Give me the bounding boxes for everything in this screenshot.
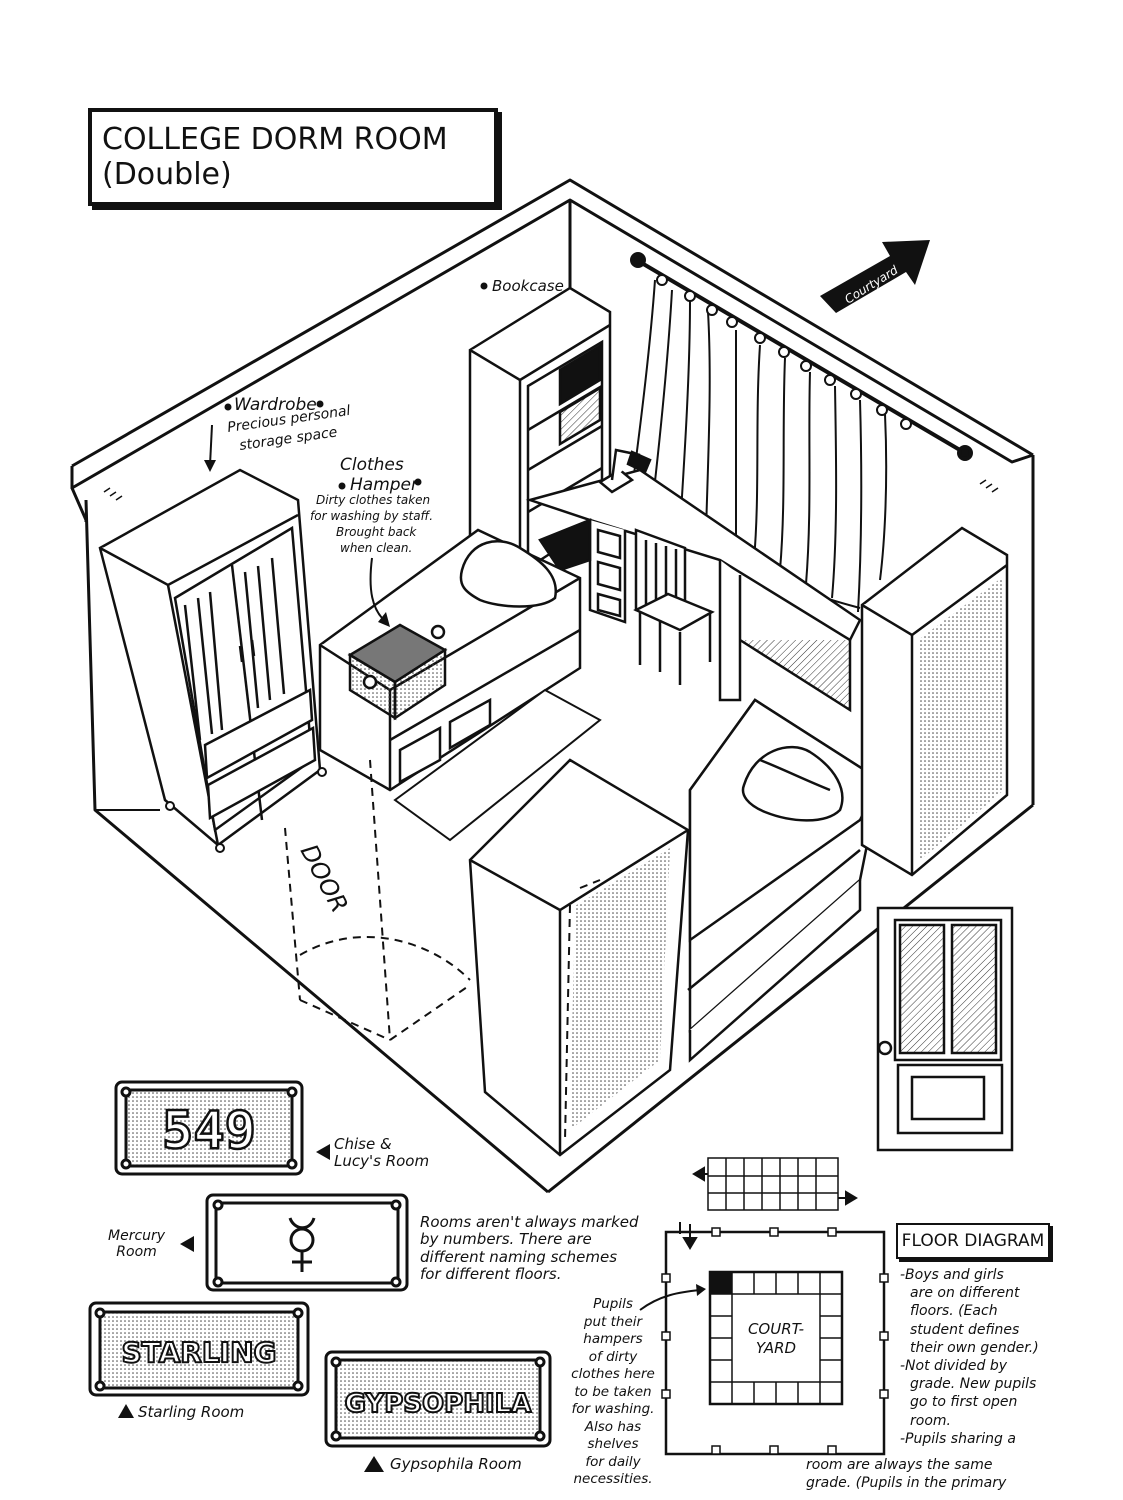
- pupils-note-line5: clothes here: [571, 1366, 655, 1383]
- hamper-note-2: for washing by staff.: [310, 509, 433, 523]
- wardrobe-label: Wardrobe: [234, 395, 317, 415]
- floor-courtyard-2: YARD: [756, 1339, 796, 1357]
- desk-chair: [633, 528, 715, 685]
- wardrobe-front: [468, 758, 690, 1157]
- pupils-note-line11: necessities.: [573, 1471, 653, 1488]
- floor-note-wide-line2: grade. (Pupils in the primary: [806, 1475, 1007, 1492]
- clothes-hamper: [347, 623, 448, 721]
- plate-549-number: 549: [162, 1101, 256, 1161]
- floor-note-line5: their own gender.): [910, 1339, 1039, 1356]
- courtyard-arrow-shape: [820, 240, 930, 313]
- wardrobe-feet: [165, 767, 327, 853]
- pupils-note-line4: of dirty: [588, 1348, 638, 1365]
- plate-gypsophila-name: GYPSOPHILA: [345, 1389, 532, 1419]
- hamper-label-1: Clothes: [340, 455, 404, 475]
- floor-note-line8: go to first open: [910, 1394, 1018, 1411]
- storage-unit-right: [860, 526, 1009, 877]
- plate-gypsophila-shape: [324, 1350, 552, 1448]
- hamper-label-2: Hamper: [350, 475, 419, 495]
- gypsophila-caption: Gypsophila Room: [390, 1455, 522, 1473]
- pupils-note-line3: hampers: [583, 1331, 643, 1348]
- pupils-note-line9: shelves: [587, 1436, 639, 1453]
- desk-lamp: [597, 448, 652, 494]
- pupils-note-line7: for washing.: [571, 1401, 655, 1418]
- rug: [393, 688, 602, 842]
- curtain-rings: [656, 274, 912, 430]
- floor-plan-doors: [661, 1227, 889, 1455]
- wardrobe: [98, 468, 322, 847]
- page-title: COLLEGE DORM ROOM (Double): [102, 122, 448, 192]
- floor-note-line10: -Pupils sharing a: [900, 1430, 1016, 1447]
- mercury-caption: Mercury Room: [108, 1228, 165, 1260]
- starling-caption: Starling Room: [138, 1403, 245, 1421]
- door-swing: [284, 759, 471, 1041]
- pupils-note-line1: Pupils: [593, 1296, 633, 1312]
- hamper-note-4: when clean.: [340, 541, 412, 555]
- plate-549-shape: [114, 1080, 304, 1176]
- pupils-note-line2: put their: [583, 1313, 643, 1330]
- pupils-note: Pupils put their hampers of dirty clothe…: [566, 1296, 660, 1489]
- bookcase-label: Bookcase: [492, 277, 564, 295]
- floor-notes-wide: room are always the same grade. (Pupils …: [806, 1456, 1106, 1492]
- floor-note-line2: are on different: [910, 1285, 1020, 1302]
- page-title-box: COLLEGE DORM ROOM (Double): [88, 108, 498, 206]
- plate-starling-name: STARLING: [122, 1336, 277, 1369]
- mercury-caption-line2: Room: [116, 1244, 157, 1261]
- plate-549-caption-line2: Lucy's Room: [334, 1152, 430, 1171]
- pupils-note-line8: Also has: [584, 1418, 642, 1435]
- floor-notes: -Boys and girls are on different floors.…: [900, 1266, 1080, 1448]
- rooms-note-line3: different naming schemes: [420, 1247, 618, 1266]
- rooms-note-line4: for different floors.: [420, 1264, 562, 1283]
- hamper-note-3: Brought back: [336, 525, 417, 539]
- floor-note-line4: student defines: [910, 1321, 1020, 1338]
- bed-front: [687, 698, 882, 1063]
- curtain-rod: [630, 252, 973, 461]
- hamper-note-1: Dirty clothes taken: [316, 493, 430, 507]
- pointer-arrow: [639, 1289, 701, 1311]
- mercury-caption-line1: Mercury: [108, 1228, 166, 1244]
- floor-courtyard-1: COURT-: [748, 1320, 804, 1338]
- plate-549-caption: Chise & Lucy's Room: [334, 1135, 430, 1171]
- pupils-note-line10: for daily: [585, 1453, 641, 1470]
- pupils-note-line6: to be taken: [574, 1383, 652, 1400]
- floor-note-line6: -Not divided by: [900, 1357, 1007, 1374]
- floor-plan-arrows: [679, 1166, 858, 1250]
- door-drawing: [876, 906, 1014, 1152]
- floor-diagram-title: FLOOR DIAGRAM: [896, 1223, 1050, 1259]
- floor-note-line7: grade. New pupils: [910, 1376, 1037, 1393]
- floor-note-line9: room.: [910, 1412, 951, 1429]
- rooms-note-line1: Rooms aren't always marked: [420, 1213, 639, 1231]
- hamper-room-marker: [710, 1272, 732, 1294]
- plate-starling-shape: [88, 1301, 310, 1397]
- floor-note-wide-line1: room are always the same: [806, 1457, 993, 1473]
- floor-note-line1: -Boys and girls: [900, 1267, 1004, 1283]
- door-label: DOOR: [295, 840, 354, 918]
- rooms-note-line2: by numbers. There are: [420, 1230, 592, 1249]
- rooms-note: Rooms aren't always marked by numbers. T…: [420, 1213, 639, 1283]
- mercury-symbol-icon: [288, 1217, 316, 1272]
- plate-549-caption-line1: Chise &: [334, 1135, 392, 1153]
- floor-plan-annex: [707, 1157, 839, 1211]
- floor-note-line3: floors. (Each: [910, 1303, 998, 1320]
